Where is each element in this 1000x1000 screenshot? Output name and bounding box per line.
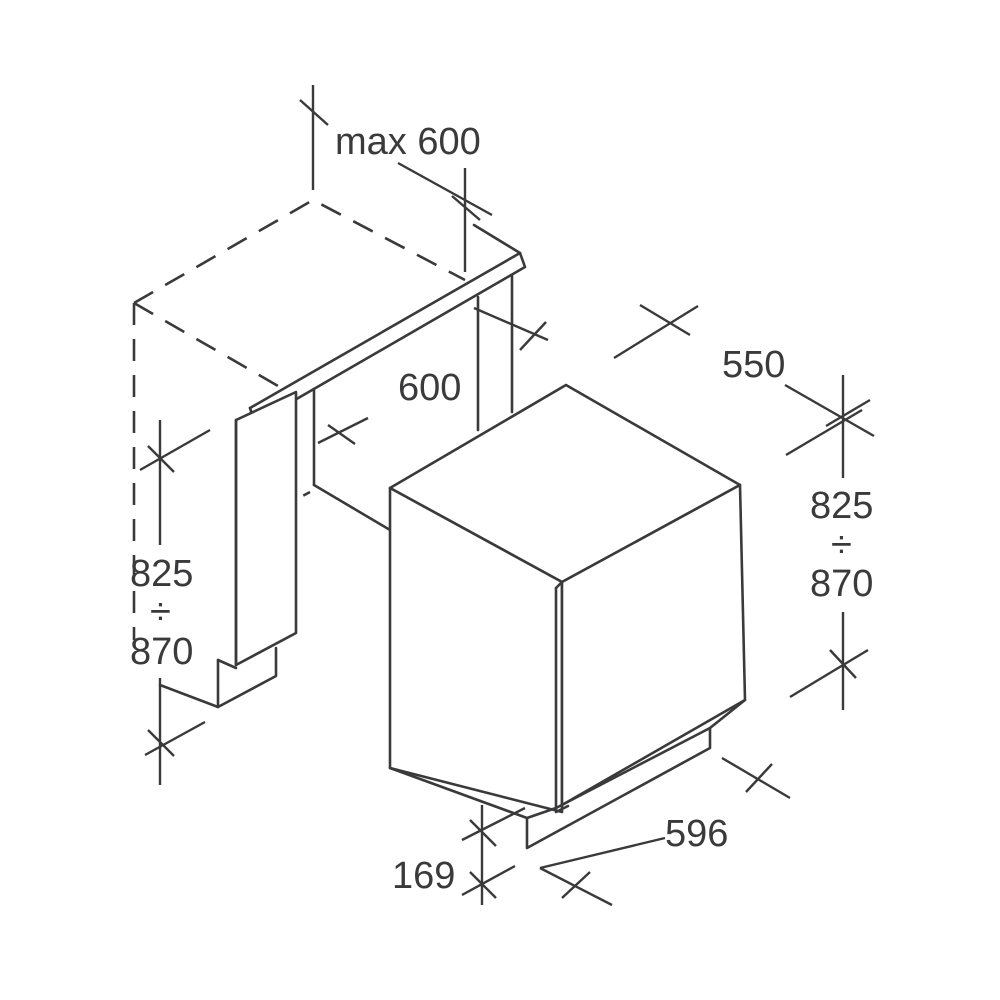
label-appliance-height-min: 825 <box>810 485 873 527</box>
floor-line <box>158 683 220 709</box>
dim-rh-tick-bottom <box>829 649 857 679</box>
dim-169-tick-top <box>469 819 497 847</box>
dim-max600-line <box>397 161 493 217</box>
label-appliance-width: 596 <box>665 813 728 855</box>
dim-lh-ext-bottom <box>144 720 206 757</box>
countertop-edge <box>472 223 522 255</box>
label-niche-height-max: 870 <box>130 631 193 673</box>
niche-top-dashed <box>133 198 466 305</box>
base-kick <box>554 726 712 810</box>
dim-169-tick-bottom <box>469 871 497 899</box>
dim-169-ext-top <box>461 806 526 842</box>
dim-596-line-mid <box>539 836 666 870</box>
dimension-lines <box>139 85 875 907</box>
dim-550-line-right <box>784 383 875 438</box>
side-cabinet <box>234 390 298 667</box>
dimension-labels: max 600 600 825 ÷ 870 550 825 ÷ 870 596 … <box>130 121 873 897</box>
dim-596-tick2 <box>561 871 591 899</box>
dim-lh-ext-top <box>139 428 211 472</box>
niche-front-dashed <box>133 301 286 392</box>
door-edge <box>554 586 570 814</box>
dim-max600-tick1 <box>299 99 329 126</box>
dim-600-line-left <box>317 416 369 445</box>
kitchen-niche <box>132 198 527 709</box>
dim-600-tick1 <box>327 424 356 445</box>
appliance-side <box>388 486 564 814</box>
dim-550-line-left <box>613 304 699 360</box>
dim-169-ext-bottom <box>461 864 516 897</box>
label-appliance-height-sep: ÷ <box>831 524 852 566</box>
plinth-top <box>216 658 238 670</box>
door-corner <box>554 580 564 590</box>
appliance <box>388 383 747 850</box>
label-niche-depth: max 600 <box>335 121 481 163</box>
dim-550-tick2 <box>825 398 871 428</box>
dim-max600-tick2 <box>451 195 481 221</box>
dim-rh-ext-top <box>785 408 863 457</box>
niche-floor <box>312 483 392 532</box>
label-plinth-height: 169 <box>392 855 455 897</box>
label-appliance-height-max: 870 <box>810 563 873 605</box>
dim-596-line-right <box>721 756 791 800</box>
label-niche-width: 600 <box>398 367 461 409</box>
label-niche-height-min: 825 <box>130 553 193 595</box>
label-appliance-depth: 550 <box>722 344 785 386</box>
dim-596-tick1 <box>745 763 773 793</box>
dim-lh-tick-top <box>147 445 175 473</box>
appliance-base <box>388 698 747 850</box>
dim-lh-tick-bottom <box>147 729 175 757</box>
base-front <box>525 806 558 820</box>
label-niche-height-sep: ÷ <box>150 591 171 633</box>
cabinet-plinth <box>216 646 278 709</box>
dim-550-tick1 <box>639 303 691 337</box>
dim-rh-ext-bottom <box>789 648 869 699</box>
dim-600-tick2 <box>519 321 547 351</box>
